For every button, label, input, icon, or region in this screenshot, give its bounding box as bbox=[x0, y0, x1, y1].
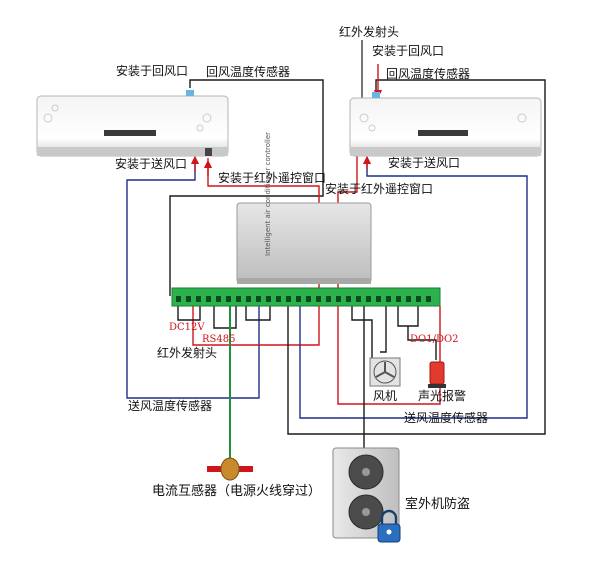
wire-alarm bbox=[407, 326, 437, 360]
label-alarm: 声光报警 bbox=[418, 388, 466, 403]
terminal-block bbox=[171, 287, 441, 307]
wire-dc12v bbox=[177, 306, 201, 321]
lock-icon bbox=[377, 509, 401, 543]
label-install-ir-window-left: 安装于红外遥控窗口 bbox=[218, 170, 326, 185]
label-install-return-right: 安装于回风口 bbox=[372, 43, 444, 58]
wire-fan bbox=[351, 306, 373, 360]
label-fan: 风机 bbox=[373, 389, 397, 403]
sensor-return-right-icon bbox=[372, 92, 380, 98]
label-install-supply-left: 安装于送风口 bbox=[115, 156, 187, 171]
label-controller-text: Intelligent air conditioner controller bbox=[264, 132, 272, 256]
sensor-return-left-icon bbox=[186, 90, 194, 96]
label-ir-emitter-top: 红外发射头 bbox=[339, 24, 399, 39]
ac-unit-right bbox=[349, 92, 542, 157]
wire-aux bbox=[245, 306, 271, 321]
alarm-icon bbox=[428, 361, 446, 388]
label-do: DO1/DO2 bbox=[410, 334, 459, 345]
wire-supply-right bbox=[299, 157, 528, 419]
fan-icon bbox=[369, 357, 401, 387]
label-install-return-left: 安装于回风口 bbox=[116, 63, 188, 78]
controller-box bbox=[236, 202, 372, 284]
wire-return-left bbox=[169, 79, 324, 296]
label-return-sensor-left: 回风温度传感器 bbox=[206, 64, 290, 79]
current-transformer-icon bbox=[207, 457, 253, 481]
ac-unit-left bbox=[36, 90, 229, 157]
label-supply-sensor-right: 送风温度传感器 bbox=[404, 410, 488, 425]
label-dc12v: DC12V bbox=[169, 322, 205, 333]
label-ir-emitter-mid: 红外发射头 bbox=[157, 345, 217, 360]
wire-fan-2 bbox=[380, 306, 387, 353]
label-supply-sensor-left: 送风温度传感器 bbox=[128, 398, 212, 413]
label-install-ir-window-right: 安装于红外遥控窗口 bbox=[325, 181, 433, 196]
wire-do1 bbox=[397, 306, 419, 327]
ir-window-left-icon bbox=[205, 148, 212, 156]
label-install-supply-right: 安装于送风口 bbox=[388, 155, 460, 170]
label-rs485: RS485 bbox=[202, 334, 235, 345]
label-current-transformer: 电流互感器（电源火线穿过） bbox=[152, 483, 321, 499]
wire-return-right bbox=[287, 79, 546, 435]
label-outdoor-antitheft: 室外机防盗 bbox=[405, 496, 470, 512]
label-return-sensor-right: 回风温度传感器 bbox=[386, 66, 470, 81]
wire-rs485 bbox=[213, 306, 237, 329]
wire-supply-left bbox=[126, 157, 260, 399]
